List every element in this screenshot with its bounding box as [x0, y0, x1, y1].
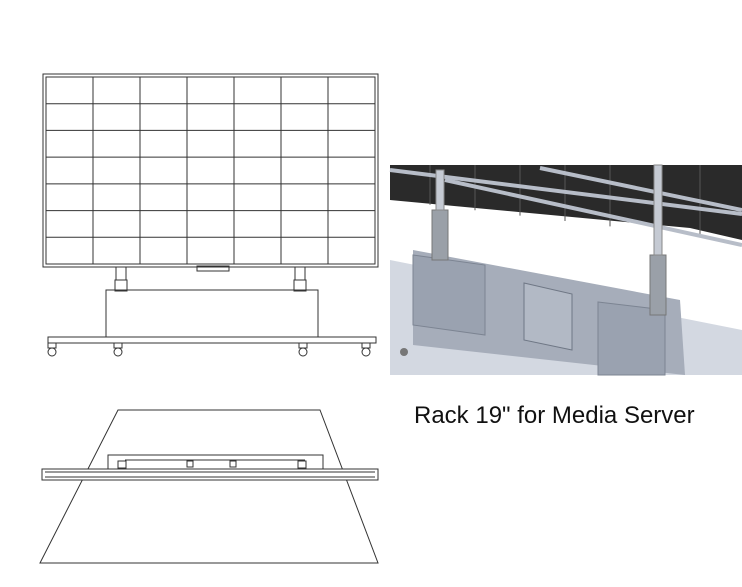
base-plate — [47, 336, 377, 344]
caster-render — [400, 348, 408, 356]
caster-wheel-icon — [113, 347, 123, 357]
caster-mount — [298, 342, 308, 349]
caster-mount — [113, 342, 123, 349]
caster-wheel-icon — [47, 347, 57, 357]
right-column-lower — [293, 279, 307, 292]
rack-caption: Rack 19" for Media Server — [414, 402, 695, 429]
base-cabinet — [105, 289, 319, 338]
base-outline-top — [39, 409, 379, 564]
right-side-panel — [597, 301, 666, 376]
caster-wheel-icon — [361, 347, 371, 357]
left-lift-column — [431, 209, 449, 261]
casters — [47, 342, 371, 357]
right-column-upper — [294, 266, 306, 281]
rack-render-image — [389, 164, 742, 376]
display-top-bar — [41, 468, 379, 481]
horizontal-rails — [389, 166, 742, 247]
left-column-lower — [114, 279, 128, 292]
video-wall-frame — [42, 73, 379, 268]
caster-mount — [361, 342, 371, 349]
left-side-panel — [412, 254, 486, 336]
caster-wheel-icon — [298, 347, 308, 357]
rack-bracket — [523, 282, 573, 351]
right-lift-column — [649, 254, 667, 316]
top-view-drawing — [39, 409, 379, 564]
center-bracket — [196, 265, 230, 272]
front-view-drawing — [42, 73, 379, 357]
left-column-upper — [115, 266, 127, 281]
caster-mount — [47, 342, 57, 349]
panel-grid — [46, 77, 375, 264]
video-wall-inner — [45, 76, 376, 265]
